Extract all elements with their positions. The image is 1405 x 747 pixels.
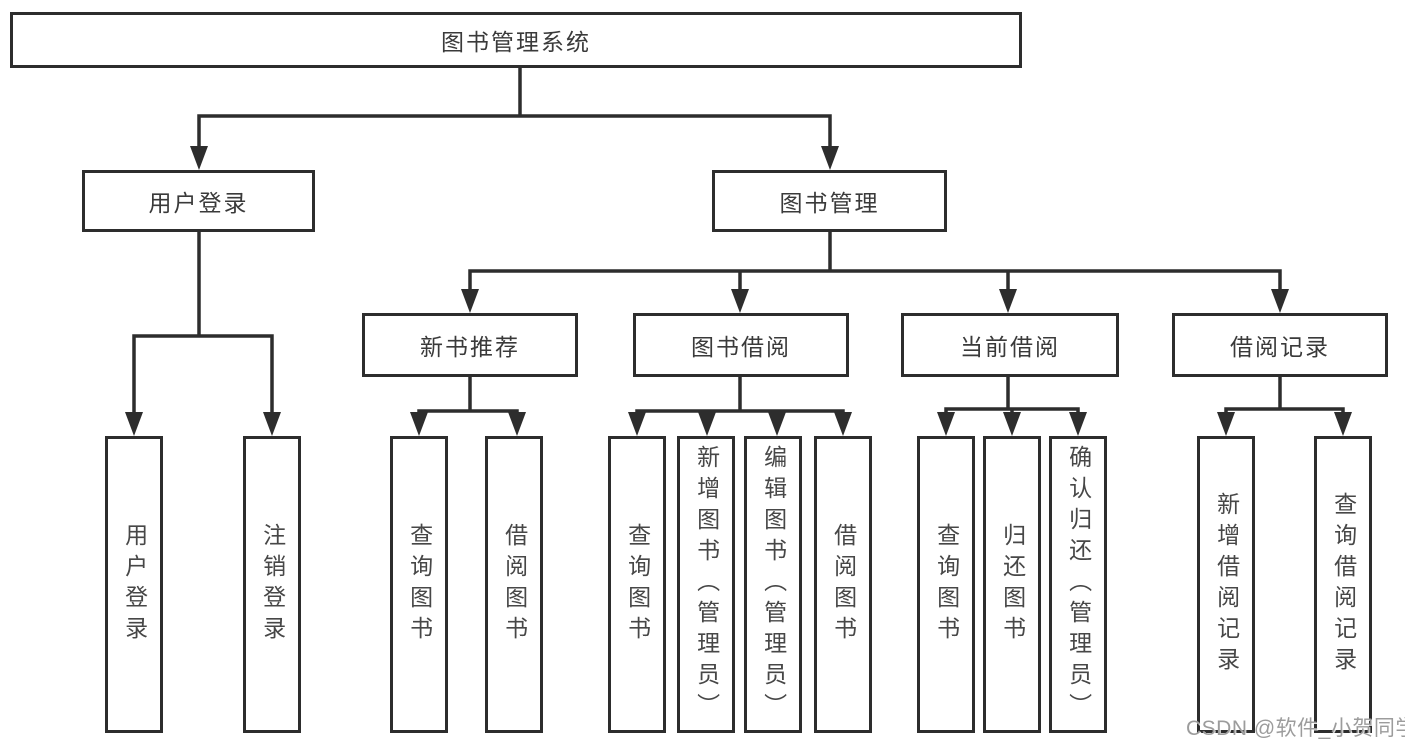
arrow-down-icon bbox=[461, 289, 1289, 313]
node-label: 新书推荐 bbox=[420, 334, 520, 360]
leaf-query-borrow-record: 查询借阅记录 bbox=[1314, 436, 1372, 733]
leaf-label: 编辑图书（管理员） bbox=[760, 445, 787, 724]
leaf-label: 查询借阅记录 bbox=[1330, 491, 1357, 678]
leaf-label: 新增借阅记录 bbox=[1213, 491, 1240, 678]
leaf-label: 借阅图书 bbox=[830, 522, 857, 647]
node-label: 图书借阅 bbox=[691, 334, 791, 360]
node-user-login: 用户登录 bbox=[82, 170, 315, 232]
leaf-confirm-return-admin: 确认归还（管理员） bbox=[1049, 436, 1107, 733]
leaf-query-books-borrow: 查询图书 bbox=[608, 436, 666, 733]
leaf-label: 新增图书（管理员） bbox=[693, 445, 720, 724]
connector-userlogin-to-leaves bbox=[132, 232, 274, 416]
arrow-down-icon bbox=[937, 412, 1087, 436]
connector-bookborrow-to-leaves bbox=[635, 377, 845, 416]
leaf-borrow-books: 借阅图书 bbox=[814, 436, 872, 733]
node-book-management: 图书管理 bbox=[712, 170, 947, 232]
leaf-return-books: 归还图书 bbox=[983, 436, 1041, 733]
leaf-user-login: 用户登录 bbox=[105, 436, 163, 733]
node-label: 当前借阅 bbox=[960, 334, 1060, 360]
node-root-library-management-system: 图书管理系统 bbox=[10, 12, 1022, 68]
node-new-book-recommend: 新书推荐 bbox=[362, 313, 578, 377]
node-label: 图书管理 bbox=[779, 190, 880, 216]
leaf-label: 借阅图书 bbox=[501, 522, 528, 647]
leaf-query-books-current: 查询图书 bbox=[917, 436, 975, 733]
node-current-borrow: 当前借阅 bbox=[901, 313, 1119, 377]
connector-currentborrow-to-leaves bbox=[944, 377, 1080, 416]
node-borrow-records: 借阅记录 bbox=[1172, 313, 1388, 377]
leaf-label: 用户登录 bbox=[121, 522, 148, 647]
connector-borrowrecords-to-leaves bbox=[1224, 377, 1345, 416]
leaf-query-books-recommend: 查询图书 bbox=[390, 436, 448, 733]
connector-newbook-to-leaves bbox=[417, 377, 519, 416]
leaf-add-book-admin: 新增图书（管理员） bbox=[677, 436, 735, 733]
leaf-label: 归还图书 bbox=[999, 522, 1026, 647]
leaf-label: 查询图书 bbox=[624, 522, 651, 647]
node-book-borrow: 图书借阅 bbox=[633, 313, 849, 377]
arrow-down-icon bbox=[190, 146, 839, 170]
connector-bookmgmt-to-level3 bbox=[468, 232, 1282, 293]
node-label: 借阅记录 bbox=[1230, 334, 1330, 360]
leaf-label: 确认归还（管理员） bbox=[1065, 445, 1092, 724]
node-label: 图书管理系统 bbox=[441, 29, 591, 55]
connector-root-to-level2 bbox=[197, 68, 832, 150]
arrow-down-icon bbox=[1217, 412, 1352, 436]
leaf-edit-book-admin: 编辑图书（管理员） bbox=[744, 436, 802, 733]
leaf-borrow-books-recommend: 借阅图书 bbox=[485, 436, 543, 733]
leaf-label: 查询图书 bbox=[933, 522, 960, 647]
csdn-watermark: CSDN @软件_小贺同学 bbox=[1186, 717, 1405, 740]
node-label: 用户登录 bbox=[148, 190, 249, 216]
leaf-label: 注销登录 bbox=[259, 522, 286, 647]
leaf-label: 查询图书 bbox=[406, 522, 433, 647]
arrow-down-icon bbox=[410, 412, 526, 436]
arrow-down-icon bbox=[125, 412, 281, 436]
arrow-down-icon bbox=[628, 412, 852, 436]
leaf-add-borrow-record: 新增借阅记录 bbox=[1197, 436, 1255, 733]
leaf-logout: 注销登录 bbox=[243, 436, 301, 733]
